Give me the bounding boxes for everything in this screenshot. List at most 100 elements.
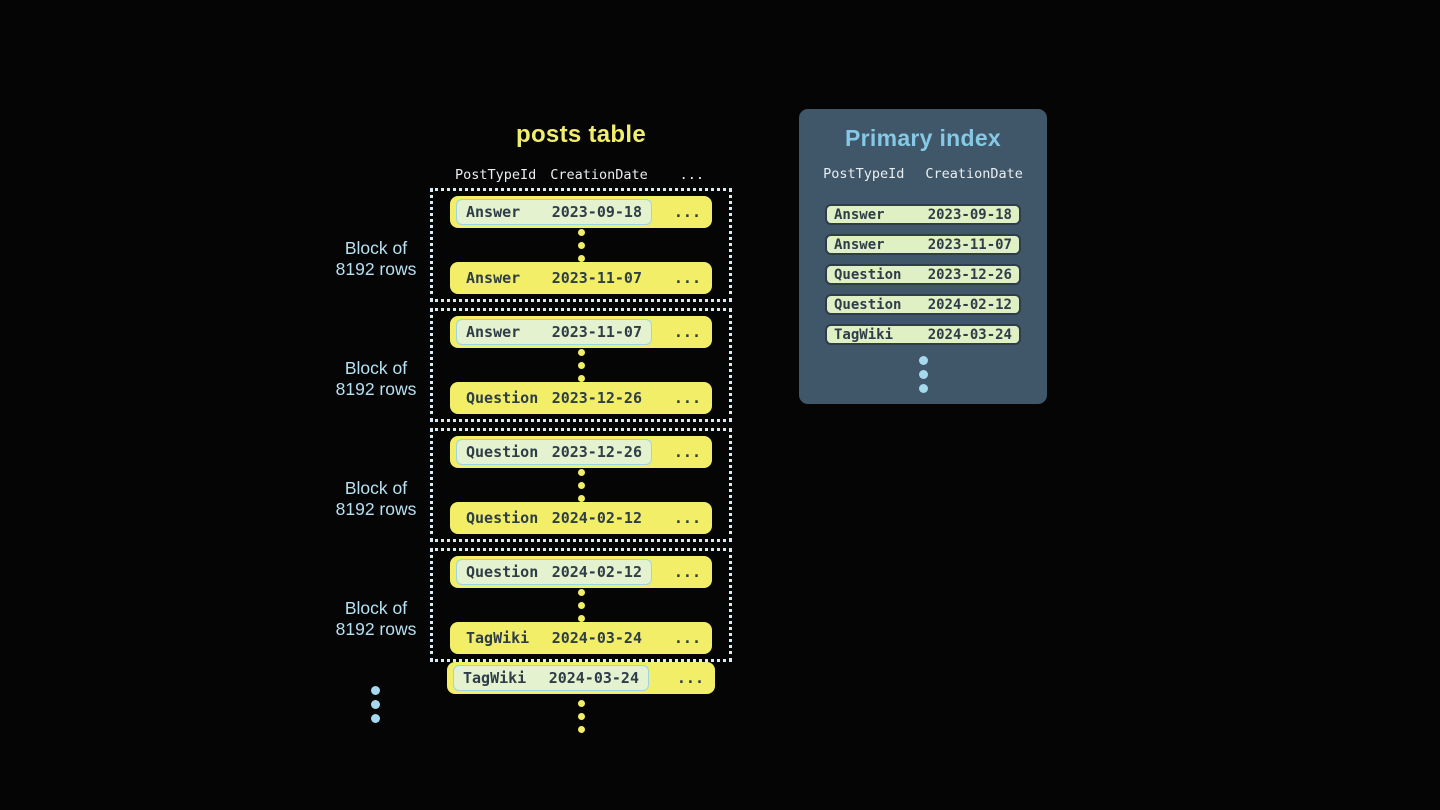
creation-date-value: 2024-03-24 xyxy=(927,326,1012,343)
primary-index-rows: Answer 2023-09-18 Answer 2023-11-07 Ques… xyxy=(825,204,1021,345)
dot xyxy=(577,726,585,733)
index-row: Question 2023-12-26 xyxy=(825,264,1021,285)
blocks-omitted-dots xyxy=(371,686,380,723)
creation-date-value: 2024-03-24 xyxy=(548,669,639,687)
next-block-first-row: TagWiki 2024-03-24 ... xyxy=(447,662,715,694)
post-type-value: Answer xyxy=(834,236,885,253)
more-rows-dots xyxy=(430,700,732,733)
dot xyxy=(918,356,928,365)
post-type-value: Question xyxy=(834,266,902,283)
block-label-line1: Block of xyxy=(344,238,408,258)
creation-date-value: 2023-11-07 xyxy=(927,236,1012,253)
more-index-entries-dots xyxy=(799,356,1047,393)
block-1-first-row: Answer 2023-09-18 ... xyxy=(450,196,712,228)
rows-omitted-dots xyxy=(577,700,585,733)
indexed-row-cell: Answer 2023-11-07 xyxy=(456,319,652,345)
index-row: TagWiki 2024-03-24 xyxy=(825,324,1021,345)
creation-date-value: 2023-12-26 xyxy=(927,266,1012,283)
dot xyxy=(577,481,585,489)
creation-date-value: 2023-12-26 xyxy=(551,389,642,407)
indexed-row-cell: TagWiki 2024-03-24 xyxy=(453,665,649,691)
rows-block-3: Question 2023-12-26 ... Question 2024-02… xyxy=(430,428,732,542)
block-4-last-row: TagWiki 2024-03-24 ... xyxy=(450,622,712,654)
block-label-line2: 8192 rows xyxy=(335,259,417,279)
row-ellipsis: ... xyxy=(673,203,701,221)
column-header-more-ellipsis: ... xyxy=(679,167,704,183)
post-type-value: TagWiki xyxy=(834,326,894,343)
row-ellipsis: ... xyxy=(673,323,701,341)
block-label-line1: Block of xyxy=(344,598,408,618)
rows-block-1: Answer 2023-09-18 ... Answer 2023-11-07 … xyxy=(430,188,732,302)
dot xyxy=(577,601,585,609)
rows-omitted-dots xyxy=(577,228,585,262)
creation-date-value: 2023-09-18 xyxy=(551,203,642,221)
block-label-line2: 8192 rows xyxy=(335,379,417,399)
dot xyxy=(577,241,585,249)
indexed-row-cell: Question 2024-02-12 xyxy=(456,559,652,585)
next-block-first-row-container: TagWiki 2024-03-24 ... xyxy=(430,662,732,694)
block-label-line2: 8192 rows xyxy=(335,619,417,639)
indexed-row-cell: Question 2023-12-26 xyxy=(456,439,652,465)
posts-table-blocks: Answer 2023-09-18 ... Answer 2023-11-07 … xyxy=(430,188,732,668)
block-2-label: Block of 8192 rows xyxy=(311,358,441,400)
column-header-posttypeid: PostTypeId xyxy=(823,166,905,182)
row-ellipsis: ... xyxy=(673,629,701,647)
creation-date-value: 2023-09-18 xyxy=(927,206,1012,223)
block-label-line1: Block of xyxy=(344,478,408,498)
dot xyxy=(577,468,585,476)
post-type-value: Answer xyxy=(466,323,521,341)
post-type-value: Question xyxy=(834,296,902,313)
post-type-value: Answer xyxy=(466,203,521,221)
block-4-label: Block of 8192 rows xyxy=(311,598,441,640)
block-3-first-row: Question 2023-12-26 ... xyxy=(450,436,712,468)
post-type-value: Answer xyxy=(466,269,521,287)
rows-block-4: Question 2024-02-12 ... TagWiki 2024-03-… xyxy=(430,548,732,662)
row-ellipsis: ... xyxy=(673,509,701,527)
column-header-creationdate: CreationDate xyxy=(925,166,1023,182)
block-2-last-row: Question 2023-12-26 ... xyxy=(450,382,712,414)
dot xyxy=(577,228,585,236)
rows-omitted-dots xyxy=(577,468,585,502)
dot xyxy=(577,588,585,596)
block-3-label: Block of 8192 rows xyxy=(311,478,441,520)
row-cell: Question 2023-12-26 xyxy=(456,385,652,411)
column-header-posttypeid: PostTypeId xyxy=(455,167,537,183)
dot xyxy=(577,254,585,262)
block-4-first-row: Question 2024-02-12 ... xyxy=(450,556,712,588)
row-ellipsis: ... xyxy=(673,269,701,287)
creation-date-value: 2023-11-07 xyxy=(551,323,642,341)
post-type-value: Question xyxy=(466,389,539,407)
creation-date-value: 2024-03-24 xyxy=(551,629,642,647)
row-ellipsis: ... xyxy=(673,443,701,461)
post-type-value: Question xyxy=(466,443,539,461)
block-2-first-row: Answer 2023-11-07 ... xyxy=(450,316,712,348)
row-ellipsis: ... xyxy=(676,669,704,687)
row-ellipsis: ... xyxy=(673,563,701,581)
block-1-last-row: Answer 2023-11-07 ... xyxy=(450,262,712,294)
dot xyxy=(371,686,380,695)
block-3-last-row: Question 2024-02-12 ... xyxy=(450,502,712,534)
post-type-value: Answer xyxy=(834,206,885,223)
creation-date-value: 2023-12-26 xyxy=(551,443,642,461)
dot xyxy=(577,361,585,369)
dot xyxy=(577,614,585,622)
row-cell: Question 2024-02-12 xyxy=(456,505,652,531)
index-row: Answer 2023-11-07 xyxy=(825,234,1021,255)
post-type-value: TagWiki xyxy=(463,669,527,687)
post-type-value: Question xyxy=(466,563,539,581)
indexed-row-cell: Answer 2023-09-18 xyxy=(456,199,652,225)
rows-block-2: Answer 2023-11-07 ... Question 2023-12-2… xyxy=(430,308,732,422)
index-row: Question 2024-02-12 xyxy=(825,294,1021,315)
block-label-line1: Block of xyxy=(344,358,408,378)
block-label-line2: 8192 rows xyxy=(335,499,417,519)
row-ellipsis: ... xyxy=(673,389,701,407)
dot xyxy=(577,494,585,502)
post-type-value: Question xyxy=(466,509,539,527)
creation-date-value: 2024-02-12 xyxy=(551,563,642,581)
primary-index-column-headers: PostTypeId CreationDate xyxy=(799,166,1047,182)
creation-date-value: 2024-02-12 xyxy=(927,296,1012,313)
block-1-label: Block of 8192 rows xyxy=(311,238,441,280)
dot xyxy=(577,348,585,356)
rows-omitted-dots xyxy=(577,588,585,622)
post-type-value: TagWiki xyxy=(466,629,530,647)
